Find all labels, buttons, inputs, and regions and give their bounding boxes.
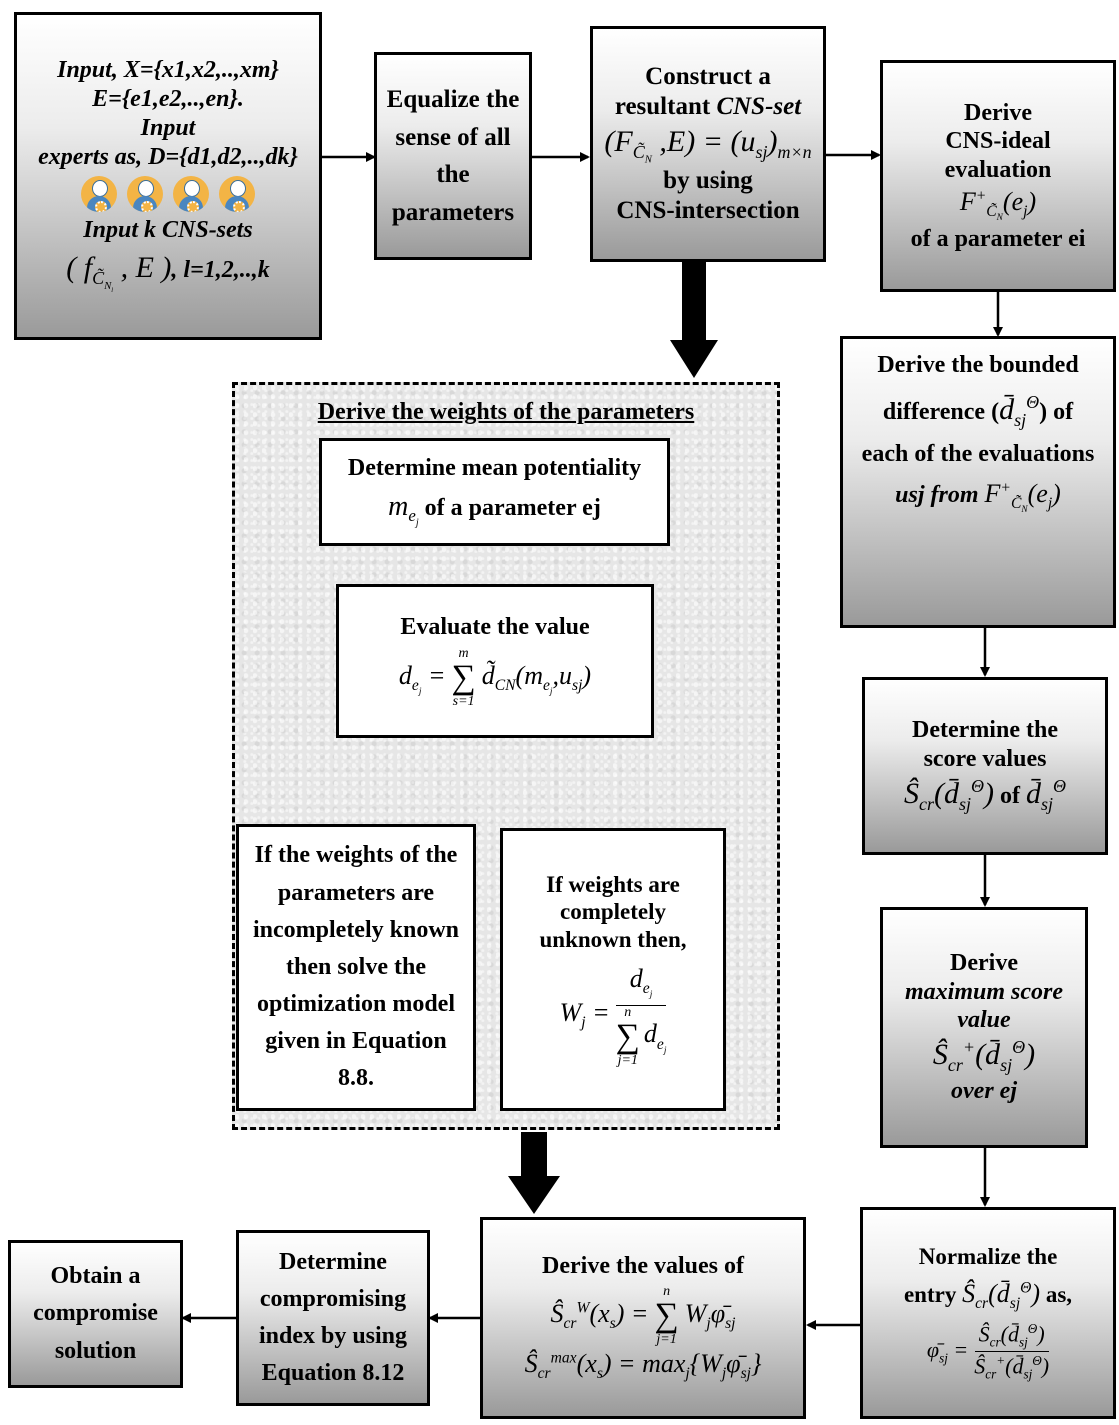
expert-person-icon (81, 175, 117, 212)
formula-evaluate-d: dej = m∑s=1 d̃CN(mej,usj) (398, 646, 592, 710)
score-formula-line: Ŝcr(d̄sjΘ) of d̄sjΘ (903, 775, 1067, 814)
score-line1: Determine the (912, 717, 1058, 743)
construct-box: Construct a resultant CNS-set (FC̃N ,E) … (590, 26, 826, 262)
formula-ideal-ref: F+C̃N(ej) (984, 478, 1061, 516)
formula-weight: Wj = dej n∑j=1 dej (559, 963, 667, 1069)
max-line2: maximum score (904, 978, 1063, 1005)
score-line2: score values (923, 745, 1047, 772)
evaluate-line1: Evaluate the value (400, 613, 590, 640)
compromise-solution-box: Obtain a compromise solution (8, 1240, 183, 1388)
score-values-box: Determine the score values Ŝcr(d̄sjΘ) of… (862, 677, 1108, 855)
construct-line1: Construct a (645, 62, 771, 90)
formula-score-entry: Ŝcr(d̄sjΘ) (962, 1278, 1041, 1312)
normalize-box: Normalize the entry Ŝcr(d̄sjΘ) as, φ̄sj … (860, 1207, 1116, 1419)
expert-person-icon (173, 175, 209, 212)
formula-f-cnl-e: ( fC̃Nl , E ) (66, 251, 172, 295)
max-score-box: Derive maximum score value Ŝcr+(d̄sjΘ) o… (880, 907, 1088, 1148)
derive-values-box: Derive the values of ŜcrW(xs) = n∑j=1 Wj… (480, 1217, 806, 1419)
mean-line1: Determine mean potentiality (347, 455, 642, 482)
evaluate-value-box: Evaluate the value dej = m∑s=1 d̃CN(mej,… (336, 584, 654, 738)
input-cns-formula: ( fC̃Nl , E ), l=1,2,..,k (66, 251, 270, 295)
formula-weighted-sum: ŜcrW(xs) = n∑j=1 Wjφ̄sj (550, 1283, 736, 1347)
normalize-entry-line: entry Ŝcr(d̄sjΘ) as, (903, 1278, 1073, 1312)
unknown-line2: completely (559, 899, 666, 925)
formula-ideal: F+C̃N(ej) (959, 187, 1037, 224)
construct-line4: CNS-intersection (616, 197, 800, 225)
weights-panel-title: Derive the weights of the parameters (317, 399, 695, 425)
input-cns-sets: Input k CNS-sets (83, 216, 253, 243)
input-e-set: E={e1,e2,..,en}. (92, 86, 244, 113)
compromise-index-text: Determine compromising index by using Eq… (258, 1248, 408, 1387)
bounded-line4: usj from F+C̃N(ej) (895, 478, 1061, 516)
input-x-set: Input, X={x1,x2,..,xm} (57, 57, 279, 84)
expert-person-icon (219, 175, 255, 212)
unknown-line3: unknown then, (539, 927, 687, 953)
expert-person-icon (127, 175, 163, 212)
mean-line2: mej of a parameter ej (388, 490, 601, 529)
input-label: Input (140, 115, 196, 142)
equalize-box: Equalize the sense of all the parameters (374, 52, 532, 260)
max-line1: Derive (950, 949, 1018, 976)
ideal-line3: evaluation (944, 157, 1052, 184)
thick-arrow-construct-to-panel (670, 262, 718, 378)
ideal-line4: of a parameter ei (910, 225, 1086, 252)
bounded-line3: each of the evaluations (861, 441, 1095, 468)
formula-bounded-diff: d̄sjΘ (999, 391, 1040, 430)
input-box: Input, X={x1,x2,..,xm} E={e1,e2,..,en}. … (14, 12, 322, 340)
construct-line3: by using (663, 167, 753, 195)
input-experts: experts as, D={d1,d2,..,dk} (38, 143, 298, 170)
construct-line2: resultant CNS-set (614, 92, 802, 120)
mean-potentiality-box: Determine mean potentiality mej of a par… (319, 438, 670, 546)
ideal-evaluation-box: Derive CNS-ideal evaluation F+C̃N(ej) of… (880, 60, 1116, 292)
ideal-line1: Derive (964, 99, 1032, 126)
max-line4: over ej (951, 1078, 1017, 1105)
bounded-line1: Derive the bounded (877, 352, 1079, 378)
bounded-line2: difference (d̄sjΘ) of (882, 391, 1074, 430)
formula-resultant-cns: (FC̃N ,E) = (usj)m×n (604, 124, 812, 166)
normalize-line1: Normalize the (918, 1244, 1058, 1270)
formula-score: Ŝcr(d̄sjΘ) (903, 775, 994, 814)
values-line1: Derive the values of (542, 1252, 744, 1279)
ideal-line2: CNS-ideal (945, 128, 1051, 155)
compromise-solution-text: Obtain a compromise solution (33, 1263, 158, 1364)
formula-bounded-diff-2: d̄sjΘ (1026, 775, 1067, 814)
unknown-line1: If weights are (546, 871, 680, 897)
thick-arrow-panel-to-values (508, 1132, 560, 1214)
max-line3: value (957, 1007, 1011, 1034)
formula-max-weighted: Ŝcrmax(xs) = maxj{Wjφ̄sj} (524, 1348, 762, 1382)
compromise-index-box: Determine compromising index by using Eq… (236, 1230, 430, 1406)
expert-icons (81, 175, 255, 212)
formula-normalized-phi: φ̄sj = Ŝcr(d̄sjΘ) Ŝcr+(d̄sjΘ) (926, 1321, 1050, 1382)
incomplete-weights-box: If the weights of the parameters are inc… (236, 824, 476, 1111)
formula-max-score: Ŝcr+(d̄sjΘ) (932, 1037, 1036, 1076)
incomplete-weights-text: If the weights of the parameters are inc… (252, 842, 459, 1092)
unknown-weights-box: If weights are completely unknown then, … (500, 828, 726, 1111)
equalize-text: Equalize the sense of all the parameters (386, 86, 520, 226)
formula-mean: mej (388, 490, 419, 529)
bounded-difference-box: Derive the bounded difference (d̄sjΘ) of… (840, 336, 1116, 628)
